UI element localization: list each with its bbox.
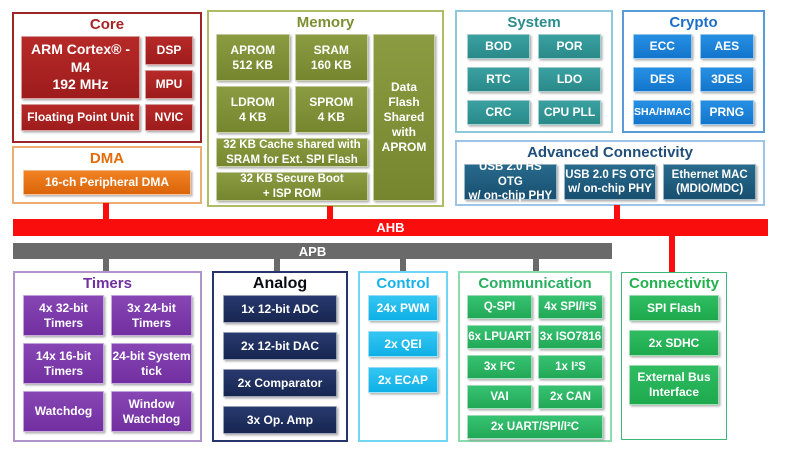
window-watchdog-block: Window Watchdog <box>111 391 192 432</box>
dsp-block: DSP <box>145 36 193 65</box>
crypto-title: Crypto <box>669 14 718 31</box>
analog-content: 1x 12-bit ADC 2x 12-bit DAC 2x Comparato… <box>214 295 346 442</box>
memory-content: APROM 512 KB SRAM 160 KB Data Flash Shar… <box>209 34 442 208</box>
control-group: Control 24x PWM 2x QEI 2x ECAP <box>358 271 448 442</box>
aes-block: AES <box>699 34 754 59</box>
connectivity-group: Connectivity SPI Flash 2x SDHC External … <box>621 272 727 440</box>
ecc-block: ECC <box>633 34 692 59</box>
24bit-timers-block: 3x 24-bit Timers <box>111 295 192 336</box>
advanced-connectivity-title: Advanced Connectivity <box>527 144 693 161</box>
prng-block: PRNG <box>699 100 754 125</box>
connector-apb-to-timers <box>103 258 109 272</box>
crc-block: CRC <box>467 100 530 125</box>
core-content: ARM Cortex® -M4 192 MHz DSP MPU Floating… <box>14 36 200 138</box>
floating-point-unit-block: Floating Point Unit <box>21 104 140 131</box>
connector-apb-to-analog <box>274 258 280 272</box>
can-block: 2x CAN <box>538 385 603 409</box>
system-content: BOD POR RTC LDO CRC CPU PLL <box>457 34 611 133</box>
communication-group: Communication Q-SPI 4x SPI/I²S 6x LPUART… <box>458 271 612 442</box>
connector-ahb-to-connectivity <box>669 236 675 273</box>
vai-block: VAI <box>467 385 532 409</box>
systick-block: 24-bit System tick <box>111 343 192 384</box>
usb-fs-otg-block: USB 2.0 FS OTG w/ on-chip PHY <box>563 164 657 200</box>
lpuart-block: 6x LPUART <box>467 325 532 349</box>
communication-title: Communication <box>478 275 592 292</box>
memory-title: Memory <box>296 14 355 31</box>
analog-group: Analog 1x 12-bit ADC 2x 12-bit DAC 2x Co… <box>212 271 348 442</box>
analog-title: Analog <box>252 275 308 292</box>
memory-group: Memory APROM 512 KB SRAM 160 KB Data Fla… <box>207 10 444 207</box>
sha-hmac-block: SHA/HMAC <box>633 100 692 125</box>
cache-block: 32 KB Cache shared with SRAM for Ext. SP… <box>216 138 368 167</box>
sram-block: SRAM 160 KB <box>294 34 368 81</box>
usb-hs-otg-block: USB 2.0 HS OTG w/ on-chip PHY <box>464 161 557 202</box>
dma-title: DMA <box>89 150 125 167</box>
timers-group: Timers 4x 32-bit Timers 3x 24-bit Timers… <box>13 271 202 442</box>
ldrom-block: LDROM 4 KB <box>216 86 290 133</box>
watchdog-block: Watchdog <box>23 391 104 432</box>
ethernet-mac-block: Ethernet MAC (MDIO/MDC) <box>663 164 757 200</box>
ahb-bus-bar: AHB <box>13 219 768 236</box>
system-group: System BOD POR RTC LDO CRC CPU PLL <box>455 10 613 133</box>
connectivity-content: SPI Flash 2x SDHC External Bus Interface <box>622 295 726 405</box>
des-block: DES <box>633 67 692 92</box>
connectivity-title: Connectivity <box>628 275 719 292</box>
crypto-group: Crypto ECC AES DES 3DES SHA/HMAC PRNG <box>622 10 765 133</box>
16bit-timers-block: 14x 16-bit Timers <box>23 343 104 384</box>
bod-block: BOD <box>467 34 530 59</box>
sprom-block: SPROM 4 KB <box>294 86 368 133</box>
control-title: Control <box>376 275 430 292</box>
qei-block: 2x QEI <box>368 331 438 357</box>
por-block: POR <box>538 34 601 59</box>
adc-block: 1x 12-bit ADC <box>223 295 337 323</box>
connector-advconn-to-ahb <box>614 205 620 219</box>
qspi-block: Q-SPI <box>467 295 532 319</box>
i2s-block: 1x I²S <box>538 355 603 379</box>
mpu-block: MPU <box>145 70 193 99</box>
sdhc-block: 2x SDHC <box>629 330 719 356</box>
ldo-block: LDO <box>538 67 601 92</box>
spi-i2s-block: 4x SPI/I²S <box>538 295 603 319</box>
3des-block: 3DES <box>699 67 754 92</box>
uart-spi-i2c-block: 2x UART/SPI/I²C <box>467 415 603 439</box>
32bit-timers-block: 4x 32-bit Timers <box>23 295 104 336</box>
spi-flash-block: SPI Flash <box>629 295 719 321</box>
advanced-connectivity-content: USB 2.0 HS OTG w/ on-chip PHY USB 2.0 FS… <box>457 161 763 207</box>
rtc-block: RTC <box>467 67 530 92</box>
system-title: System <box>507 14 561 31</box>
timers-title: Timers <box>83 275 132 292</box>
timers-content: 4x 32-bit Timers 3x 24-bit Timers 14x 16… <box>15 295 200 439</box>
external-bus-interface-block: External Bus Interface <box>629 365 719 405</box>
connector-apb-to-communication <box>533 258 539 272</box>
secure-boot-block: 32 KB Secure Boot + ISP ROM <box>216 172 368 201</box>
op-amp-block: 3x Op. Amp <box>223 406 337 434</box>
aprom-block: APROM 512 KB <box>216 34 290 81</box>
dma-content: 16-ch Peripheral DMA <box>14 170 200 202</box>
core-title: Core <box>89 16 125 33</box>
connector-apb-to-control <box>400 258 406 272</box>
data-flash-block: Data Flash Shared with APROM <box>373 34 435 201</box>
comparator-block: 2x Comparator <box>223 369 337 397</box>
connector-memory-to-ahb <box>327 206 333 219</box>
peripheral-dma-block: 16-ch Peripheral DMA <box>23 170 191 195</box>
pwm-block: 24x PWM <box>368 295 438 321</box>
cpu-pll-block: CPU PLL <box>538 100 601 125</box>
nvic-block: NVIC <box>145 104 193 131</box>
communication-content: Q-SPI 4x SPI/I²S 6x LPUART 3x ISO7816 3x… <box>460 295 610 445</box>
core-group: Core ARM Cortex® -M4 192 MHz DSP MPU Flo… <box>12 12 202 143</box>
crypto-content: ECC AES DES 3DES SHA/HMAC PRNG <box>624 34 763 133</box>
connector-dma-to-ahb <box>103 203 109 219</box>
dma-group: DMA 16-ch Peripheral DMA <box>12 146 202 204</box>
i2c-block: 3x I²C <box>467 355 532 379</box>
advanced-connectivity-group: Advanced Connectivity USB 2.0 HS OTG w/ … <box>455 140 765 206</box>
iso7816-block: 3x ISO7816 <box>538 325 603 349</box>
apb-bus-bar: APB <box>13 243 612 259</box>
arm-cortex-m4-block: ARM Cortex® -M4 192 MHz <box>21 36 140 99</box>
control-content: 24x PWM 2x QEI 2x ECAP <box>360 295 446 393</box>
ecap-block: 2x ECAP <box>368 367 438 393</box>
dac-block: 2x 12-bit DAC <box>223 332 337 360</box>
